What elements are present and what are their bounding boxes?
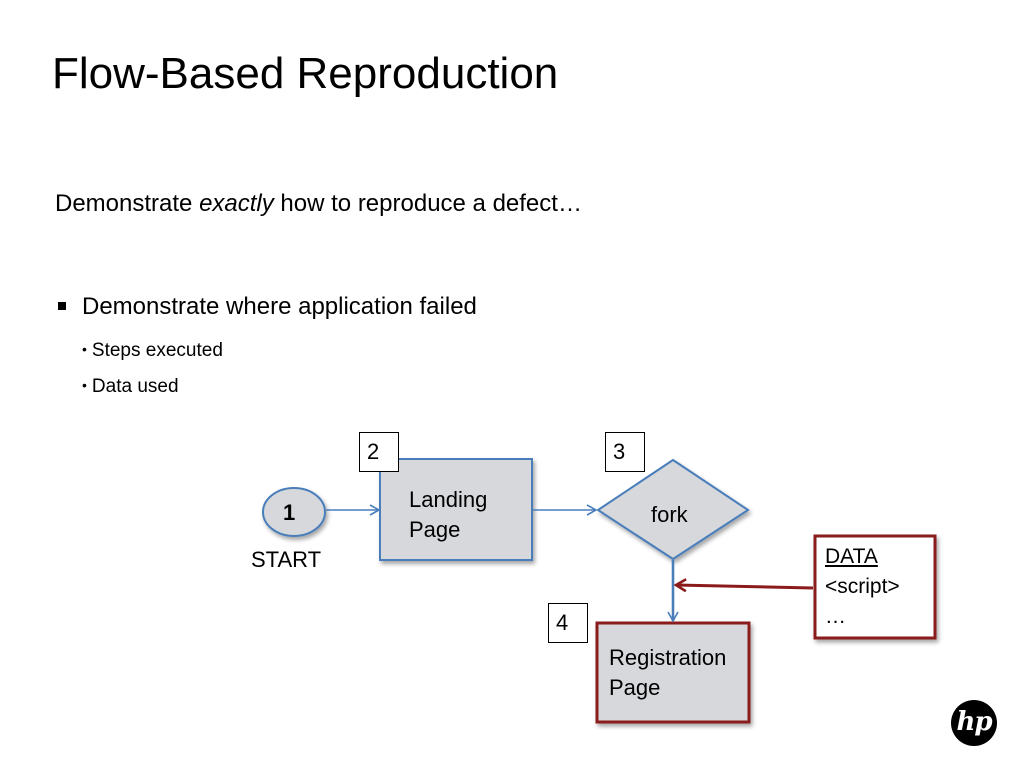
start-label: START <box>251 547 322 572</box>
sub-bullet-text: Data used <box>91 376 179 397</box>
arrow-data-to-flow <box>676 585 814 588</box>
page-title: Flow-Based Reproduction <box>52 49 559 98</box>
fork-label: fork <box>651 502 688 527</box>
square-bullet-icon <box>58 302 66 310</box>
data-heading: DATA <box>825 545 878 568</box>
sub-bullet-data: •Data used <box>82 373 179 399</box>
intro-before: Demonstrate <box>55 190 200 217</box>
data-line2: <script> <box>825 575 900 598</box>
intro-emphasis: exactly <box>199 190 274 217</box>
registration-line2: Page <box>609 675 661 700</box>
landing-page-node <box>379 458 533 561</box>
intro-after: how to reproduce a defect… <box>273 190 582 217</box>
hp-logo: hp <box>951 700 997 746</box>
dot-bullet-icon: • <box>82 377 87 393</box>
landing-line1: Landing <box>409 487 488 512</box>
step-4-box: 4 <box>548 603 588 643</box>
sub-bullet-text: Steps executed <box>91 340 223 361</box>
data-box <box>813 534 937 640</box>
fork-decision-node <box>596 458 750 561</box>
registration-page-node <box>595 621 751 724</box>
data-line3: … <box>825 605 846 628</box>
start-node <box>262 487 326 537</box>
intro-line: Demonstrate exactly how to reproduce a d… <box>55 188 582 220</box>
landing-line2: Page <box>409 517 461 542</box>
start-number: 1 <box>283 500 296 525</box>
sub-bullet-steps: •Steps executed <box>82 337 223 363</box>
bullet-text: Demonstrate where application failed <box>82 293 477 320</box>
step-2-box: 2 <box>359 432 399 472</box>
step-3-box: 3 <box>605 432 645 472</box>
registration-line1: Registration <box>609 645 727 670</box>
dot-bullet-icon: • <box>82 341 87 357</box>
